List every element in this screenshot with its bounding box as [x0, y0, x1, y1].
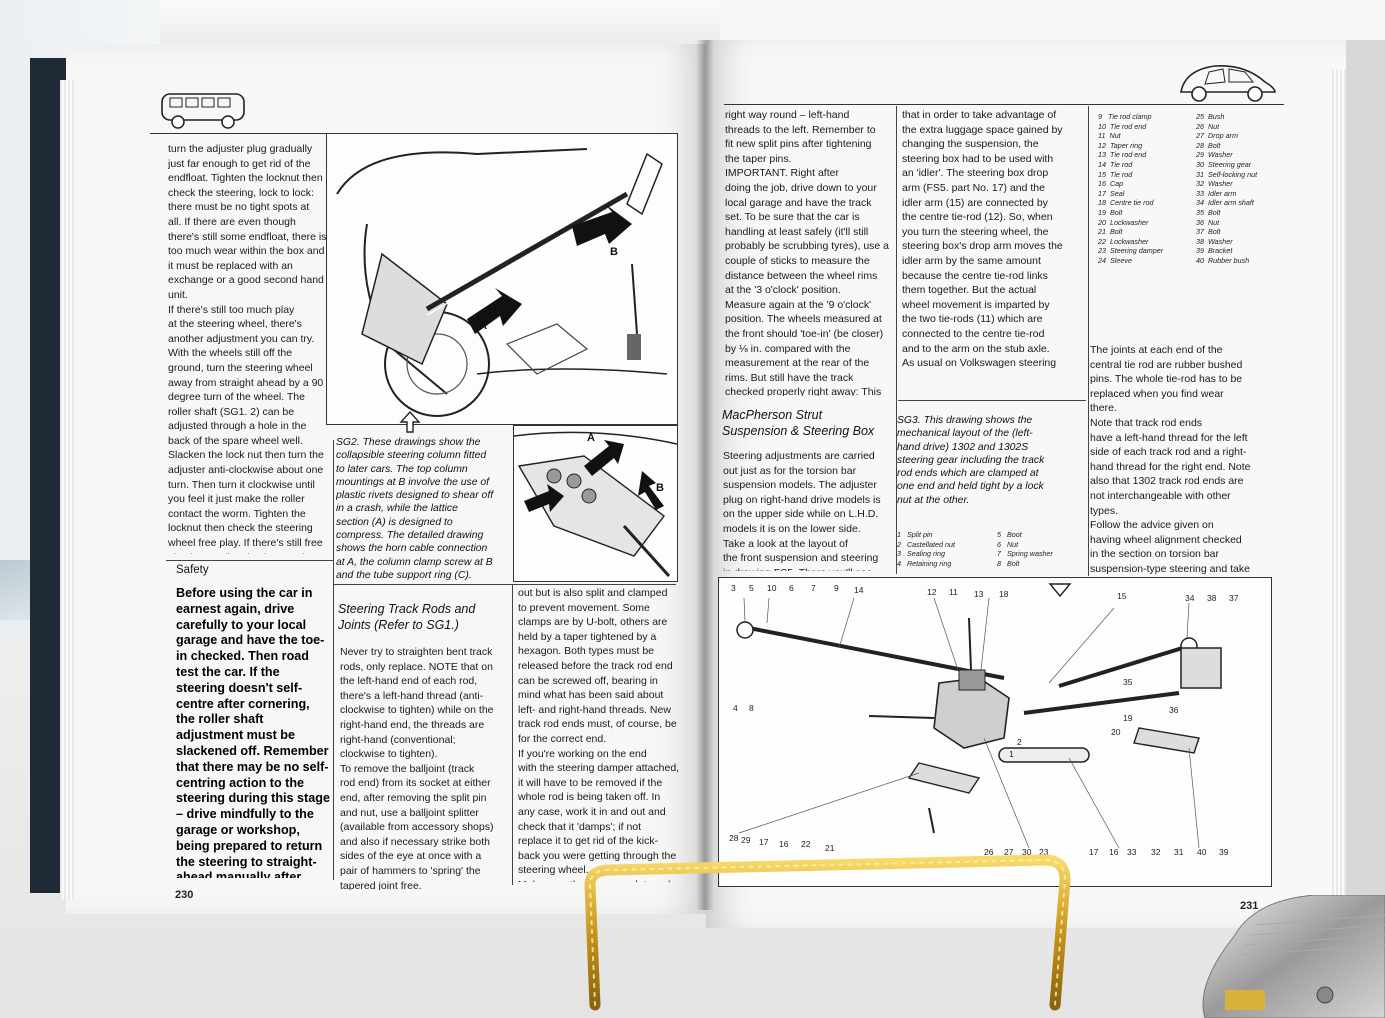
diagram-number-22: 22	[801, 839, 811, 849]
diagram-number-13: 13	[974, 589, 984, 599]
left-col-rule	[166, 560, 334, 561]
book-spine-top	[160, 0, 720, 45]
diagram-number-20: 20	[1111, 727, 1121, 737]
diagram-number-16a: 16	[779, 839, 789, 849]
diagram-number-3: 3	[731, 583, 736, 593]
diagram-number-11: 11	[949, 587, 958, 597]
diagram-number-31: 31	[1174, 847, 1184, 857]
right-col2-text: that in order to take advantage of the e…	[902, 109, 1063, 370]
header-rule-right	[724, 104, 1284, 105]
diagram-number-17b: 17	[1089, 847, 1099, 857]
sg3-figure: 3 5 10 6 7 9 14 12 11 13 18 15 34 38 37 …	[718, 577, 1272, 887]
sg2-steering-column-drawing	[336, 148, 668, 417]
left-col2-text: Never try to straighten bent track rods,…	[340, 646, 494, 890]
diagram-number-12: 12	[927, 587, 937, 597]
sg2-label-a1: A	[479, 320, 487, 332]
diagram-number-37: 37	[1229, 593, 1239, 603]
diagram-number-30: 30	[1022, 847, 1032, 857]
diagram-number-32: 32	[1151, 847, 1161, 857]
left-col-divider	[333, 440, 334, 880]
right-col1-text: right way round – left-hand threads to t…	[725, 109, 890, 396]
diagram-number-19: 19	[1123, 713, 1133, 723]
diagram-number-21: 21	[825, 843, 835, 853]
safety-text: Before using the car in earnest again, d…	[176, 586, 330, 878]
diagram-number-7: 7	[811, 583, 816, 593]
diagram-number-27: 27	[1004, 847, 1014, 857]
sg3-legend-c: 9 Tie rod clamp 10 Tie rod end 11 Nut 12…	[1098, 112, 1164, 265]
diagram-number-23: 23	[1039, 847, 1049, 857]
diagram-number-36: 36	[1169, 705, 1179, 715]
right-page-edges	[1332, 70, 1346, 920]
up-arrow-icon	[399, 410, 421, 433]
sg3-legend-b: 5 Boot 6 Nut 7 Spring washer 8 Bolt	[997, 530, 1053, 568]
sg2-figure: A B	[326, 133, 678, 425]
book-gutter	[696, 40, 714, 910]
right-col2-rule	[898, 400, 1086, 401]
left-col2-divider	[512, 585, 513, 885]
right-col1b-text: Steering adjustments are carried out jus…	[723, 450, 881, 571]
left-page-edges	[60, 80, 74, 900]
macpherson-heading: MacPherson Strut Suspension & Steering B…	[722, 408, 875, 438]
diagram-number-4: 4	[733, 703, 738, 713]
sg2-detail-figure: A B C	[513, 425, 678, 582]
sg3-legend-a: 1 Split pin 2 Castellated nut 3 Sealing …	[897, 530, 955, 568]
diagram-number-8: 8	[749, 703, 754, 713]
sg2-detail-drawing	[513, 431, 678, 578]
diagram-number-38: 38	[1207, 593, 1217, 603]
safety-heading: Safety	[176, 564, 209, 576]
diagram-number-28: 28	[729, 833, 739, 843]
diagram-number-2: 2	[1017, 737, 1022, 747]
diagram-number-1: 1	[1009, 749, 1014, 759]
diagram-number-35: 35	[1123, 677, 1133, 687]
silver-object	[1202, 895, 1385, 1018]
diagram-number-14: 14	[854, 585, 864, 595]
sg3-legend-d: 25 Bush 26 Nut 27 Drop arm 28 Bolt 29 Wa…	[1196, 112, 1258, 265]
diagram-number-29: 29	[741, 835, 751, 845]
diagram-number-39: 39	[1219, 847, 1229, 857]
sg2-label-b2: B	[656, 482, 664, 494]
diagram-number-17a: 17	[759, 837, 769, 847]
van-icon	[161, 93, 245, 129]
diagram-number-33: 33	[1127, 847, 1137, 857]
right-col2-divider	[1088, 106, 1089, 576]
diagram-number-9: 9	[834, 583, 839, 593]
diagram-number-18: 18	[999, 589, 1009, 599]
right-col1-divider	[896, 106, 897, 574]
diagram-number-5: 5	[749, 583, 754, 593]
diagram-number-6: 6	[789, 583, 794, 593]
diagram-number-15: 15	[1117, 591, 1127, 601]
sg2-label-c: C	[542, 492, 550, 504]
down-arrow-icon	[1048, 583, 1072, 598]
steering-heading: Steering Track Rods and Joints (Refer to…	[338, 602, 476, 632]
sg3-steering-gear-drawing	[736, 597, 1222, 849]
beetle-icon	[1180, 65, 1276, 102]
diagram-number-34: 34	[1185, 593, 1195, 603]
sg2-label-b1: B	[610, 246, 618, 258]
sg2-label-a2: A	[587, 432, 595, 444]
gold-book-stand	[584, 854, 1071, 1011]
right-col3-text: The joints at each end of the central ti…	[1090, 344, 1251, 575]
sg2-caption: SG2. These drawings show the collapsible…	[336, 437, 494, 581]
diagram-number-26: 26	[984, 847, 994, 857]
left-col1-text: turn the adjuster plug gradually just fa…	[168, 143, 327, 554]
book-cover-right	[1340, 40, 1385, 910]
mid-rule	[334, 584, 676, 585]
page-number-right: 231	[1240, 900, 1259, 912]
diagram-number-10: 10	[767, 583, 777, 593]
diagram-number-16b: 16	[1109, 847, 1119, 857]
diagram-number-40: 40	[1197, 847, 1207, 857]
sg3-caption: SG3. This drawing shows the mechanical l…	[897, 415, 1045, 506]
left-col3-text: out but is also split and clamped to pre…	[518, 587, 680, 882]
page-number-left: 230	[175, 889, 194, 901]
